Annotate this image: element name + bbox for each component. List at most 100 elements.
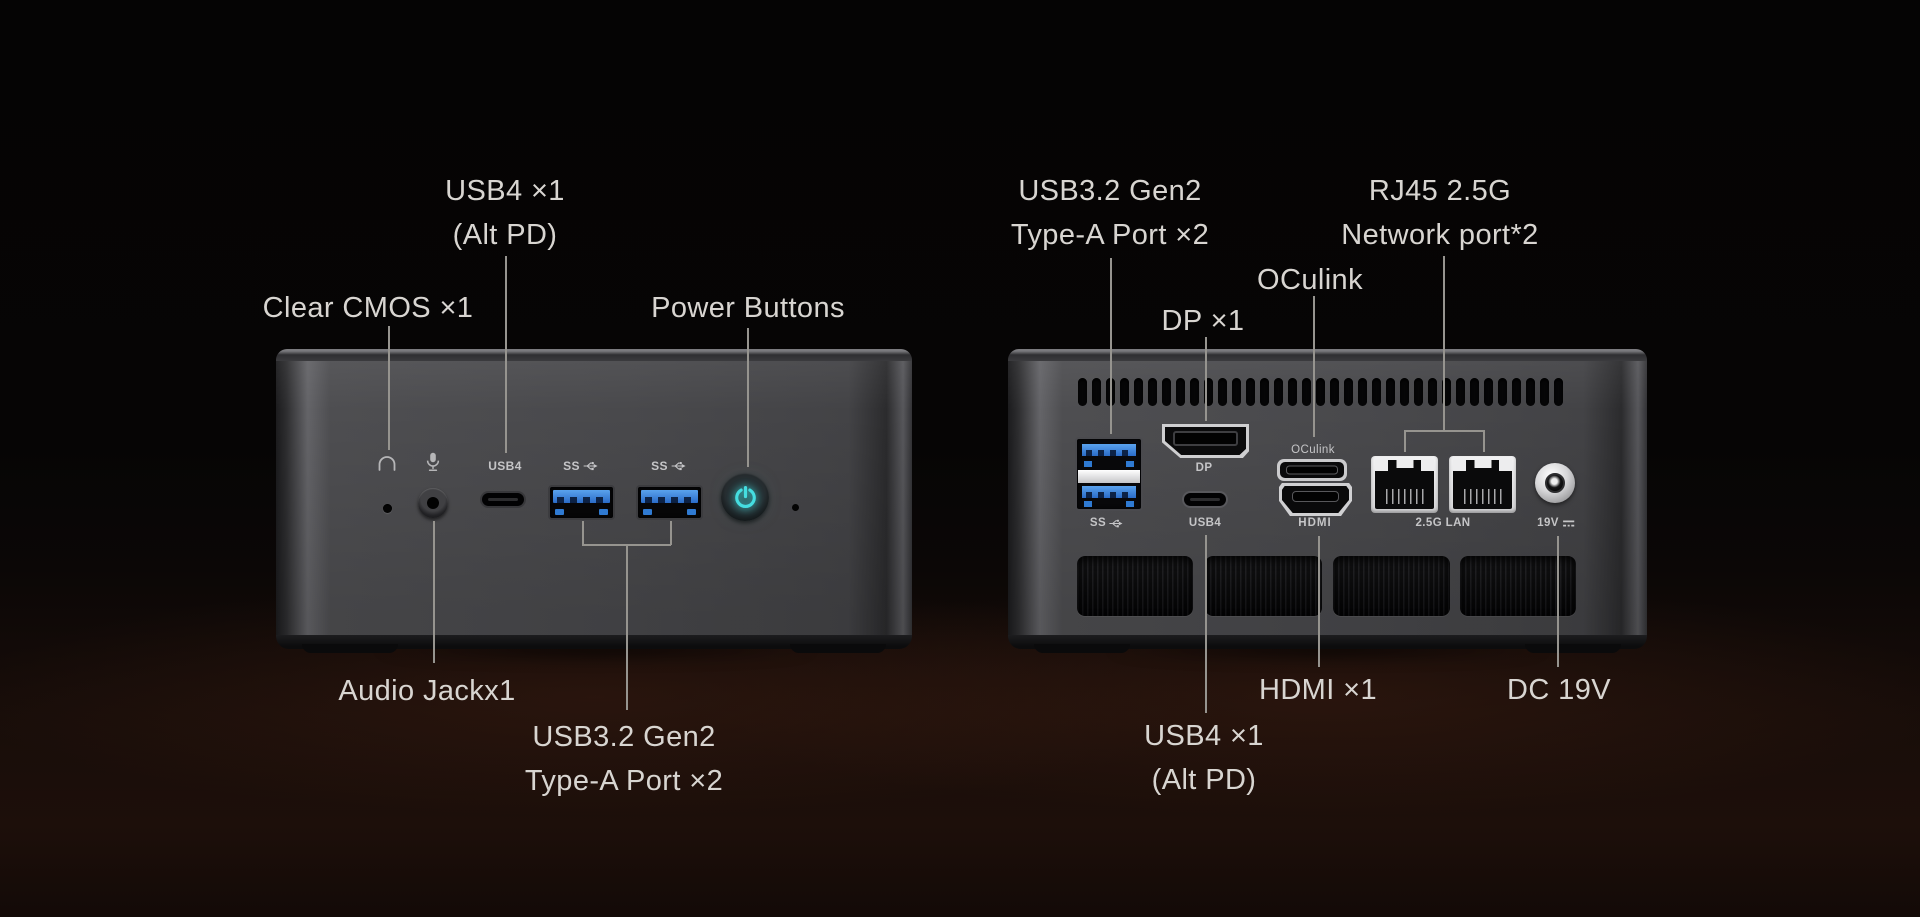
bottom-vent-grille-3 (1333, 556, 1450, 616)
rear-device-base (1008, 635, 1647, 653)
callout-dp-label: DP ×1 (1161, 305, 1245, 337)
status-led (792, 504, 799, 511)
oculink-print-label: OCulink (1291, 444, 1335, 456)
hdmi-port (1279, 483, 1352, 516)
callout-bracket-rj45-stub1 (1404, 430, 1406, 452)
usb-a-port-bottom-rear (1080, 484, 1138, 508)
usb-a-port-top-rear (1080, 442, 1138, 468)
vent-slot (1400, 377, 1409, 406)
vent-slot (1330, 377, 1339, 406)
usb-trident-icon (671, 461, 686, 471)
vent-slot (1274, 377, 1283, 406)
ss-text: SS (1089, 517, 1107, 529)
callout-line-usb32-front-stem (626, 544, 628, 710)
headphone-icon (378, 456, 396, 471)
usb-a-tongue (553, 490, 610, 503)
callout-line-oculink (1313, 296, 1315, 437)
vent-slot (1470, 377, 1479, 406)
vent-slot (1176, 377, 1185, 406)
vent-slot (1288, 377, 1297, 406)
callout-line-usb4-rear (1205, 535, 1207, 713)
vent-slot (1554, 377, 1563, 406)
callout-bracket-usb32-front-stub2 (670, 521, 672, 545)
vent-slot (1484, 377, 1493, 406)
vent-slot (1204, 377, 1213, 406)
callout-oculink-label: OCulink (1257, 264, 1363, 296)
callout-rj45-label: RJ45 2.5G Network port*2 (1341, 175, 1539, 251)
callout-line-audio (433, 521, 435, 663)
power-icon (734, 485, 756, 508)
top-vent-grille (1078, 377, 1568, 406)
rj45-port-1 (1371, 456, 1438, 513)
usb-trident-icon (1109, 519, 1123, 527)
oculink-port (1277, 459, 1347, 481)
vent-slot (1162, 377, 1171, 406)
vent-slot (1428, 377, 1437, 406)
front-device-base (276, 635, 912, 653)
usb-a-port-1-front (548, 485, 615, 520)
vent-slot (1372, 377, 1381, 406)
vent-slot (1316, 377, 1325, 406)
audio-jack-port (418, 488, 448, 518)
callout-hdmi-label: HDMI ×1 (1258, 674, 1378, 706)
vent-slot (1232, 377, 1241, 406)
callout-usb32-rear-label: USB3.2 Gen2 Type-A Port ×2 (1010, 175, 1210, 251)
vent-slot (1246, 377, 1255, 406)
lan-print-label: 2.5G LAN (1415, 517, 1471, 529)
dc-power-jack (1535, 463, 1575, 503)
vent-slot (1344, 377, 1353, 406)
mic-icon (426, 452, 440, 471)
front-device: USB4 SS SS (276, 349, 912, 653)
vent-slot (1386, 377, 1395, 406)
vent-slot (1512, 377, 1521, 406)
vent-slot (1358, 377, 1367, 406)
rear-device: SS DP USB4 OCulink HDMI (1008, 349, 1647, 653)
callout-bracket-rj45-stub2 (1483, 430, 1485, 452)
usb-stack-divider (1078, 470, 1140, 483)
vent-slot (1120, 377, 1129, 406)
clear-cmos-pinhole (383, 504, 392, 513)
usb4-type-c-port-front (480, 491, 526, 508)
bottom-vent-grille-4 (1460, 556, 1576, 616)
superspeed-usb-mark-1: SS (563, 459, 599, 473)
callout-line-dp (1205, 337, 1207, 421)
usb-a-stacked-ports-rear (1075, 437, 1143, 511)
dc-symbol-icon (1562, 520, 1574, 526)
vent-slot (1148, 377, 1157, 406)
callout-power-label: Power Buttons (651, 292, 845, 324)
callout-line-rj45-stem (1443, 256, 1445, 431)
ss-text: SS (563, 459, 580, 473)
front-device-lid (276, 349, 912, 362)
callout-line-usb32-rear (1110, 258, 1112, 434)
vent-slot (1442, 377, 1451, 406)
callout-bracket-rj45-bar (1404, 430, 1484, 432)
usb4-print-label-rear: USB4 (1188, 517, 1222, 529)
vent-slot (1190, 377, 1199, 406)
vent-slot (1218, 377, 1227, 406)
callout-line-clear-cmos (388, 326, 390, 450)
callout-line-hdmi (1318, 536, 1320, 667)
callout-clear-cmos-label: Clear CMOS ×1 (262, 292, 474, 324)
vent-slot (1526, 377, 1535, 406)
displayport-port (1162, 424, 1249, 458)
rj45-port-2 (1449, 456, 1516, 513)
callout-bracket-usb32-front-stub1 (582, 521, 584, 545)
usb4-type-c-port-rear (1182, 491, 1228, 508)
callout-usb4-front-label: USB4 ×1 (Alt PD) (445, 175, 565, 251)
superspeed-usb-mark-2: SS (651, 459, 687, 473)
rear-device-lid (1008, 349, 1647, 362)
ss-text: SS (651, 459, 668, 473)
usb-a-port-2-front (636, 485, 703, 520)
hdmi-print-label: HDMI (1298, 517, 1332, 529)
vent-slot (1456, 377, 1465, 406)
callout-line-usb4-front (505, 256, 507, 453)
usb-a-tongue (641, 490, 698, 503)
callout-usb4-rear-label: USB4 ×1 (Alt PD) (1144, 720, 1264, 796)
vent-slot (1078, 377, 1087, 406)
callout-usb32-front-label: USB3.2 Gen2 Type-A Port ×2 (524, 721, 724, 797)
vent-slot (1498, 377, 1507, 406)
vent-slot (1414, 377, 1423, 406)
vent-slot (1092, 377, 1101, 406)
callout-line-power (747, 328, 749, 467)
bottom-vent-grille-2 (1205, 556, 1322, 616)
